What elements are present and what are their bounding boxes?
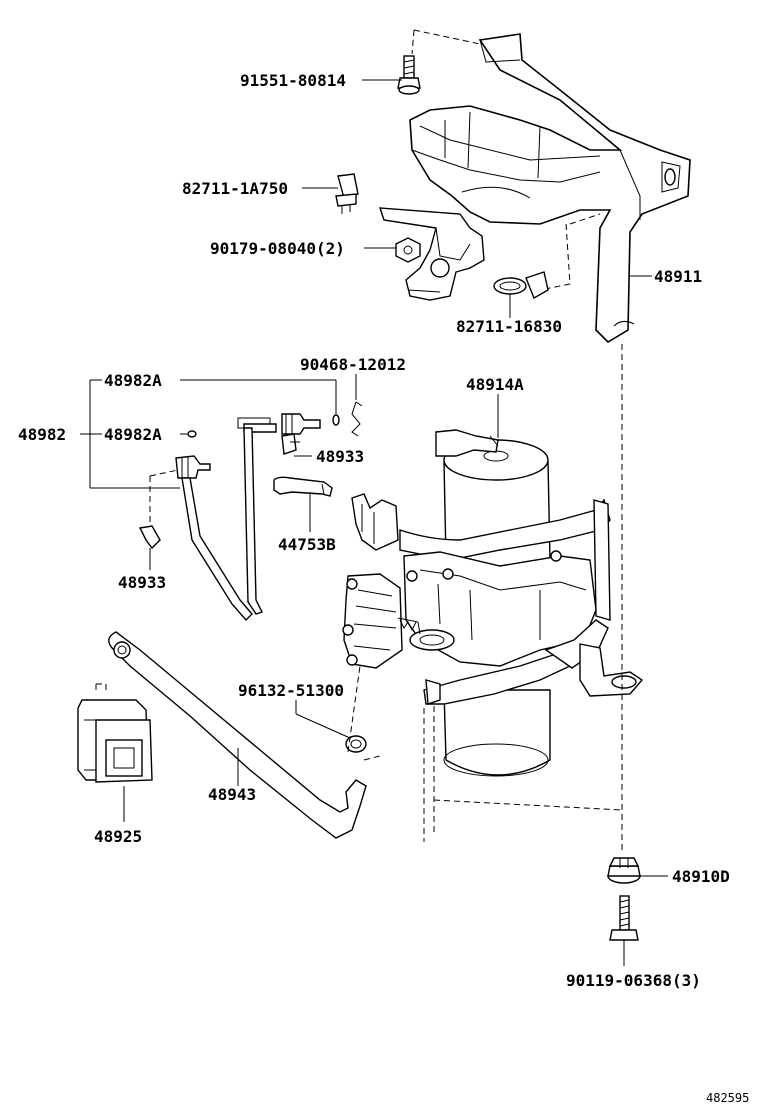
label-48943: 48943 xyxy=(208,785,256,804)
label-48914a: 48914A xyxy=(466,375,524,394)
bolt-90119 xyxy=(609,895,639,941)
pump-assembly xyxy=(342,429,644,842)
label-90179-08040: 90179-08040(2) xyxy=(210,239,345,258)
leader-lines xyxy=(80,79,668,966)
label-90119-06368: 90119-06368(3) xyxy=(566,971,701,990)
label-48911: 48911 xyxy=(654,267,702,286)
hose-48943 xyxy=(108,631,381,839)
clip-82711-1a750 xyxy=(335,173,359,214)
clip-48933-left xyxy=(138,525,161,550)
dashed-guide-left-2 xyxy=(149,469,179,477)
label-48933-left: 48933 xyxy=(118,573,166,592)
bracket-44753b xyxy=(273,476,333,497)
label-48933-right: 48933 xyxy=(316,447,364,466)
bracket-mount-block xyxy=(379,207,601,301)
figure-id: 482595 xyxy=(706,1091,749,1105)
part-labels: 91551-80814 82711-1A750 90179-08040(2) 4… xyxy=(18,71,749,1105)
nut-90179 xyxy=(395,237,421,263)
clip-90468 xyxy=(351,401,363,437)
label-48910d: 48910D xyxy=(672,867,730,886)
label-48982: 48982 xyxy=(18,425,66,444)
label-91551-80814: 91551-80814 xyxy=(240,71,346,90)
label-48925: 48925 xyxy=(94,827,142,846)
label-48982a-mid: 48982A xyxy=(104,425,162,444)
label-90468-12012: 90468-12012 xyxy=(300,355,406,374)
bolt-91551 xyxy=(397,55,421,95)
label-44753b: 44753B xyxy=(278,535,336,554)
label-96132-51300: 96132-51300 xyxy=(238,681,344,700)
grommet-48910d xyxy=(607,857,641,884)
clip-48933-right xyxy=(281,433,300,455)
label-82711-16830: 82711-16830 xyxy=(456,317,562,336)
clamp-82711-16830 xyxy=(493,271,549,300)
label-48982a-top: 48982A xyxy=(104,371,162,390)
bracket-48911 xyxy=(409,29,691,344)
filter-48925 xyxy=(77,683,153,783)
pipe-48982 xyxy=(175,413,340,622)
label-82711-1a750: 82711-1A750 xyxy=(182,179,288,198)
